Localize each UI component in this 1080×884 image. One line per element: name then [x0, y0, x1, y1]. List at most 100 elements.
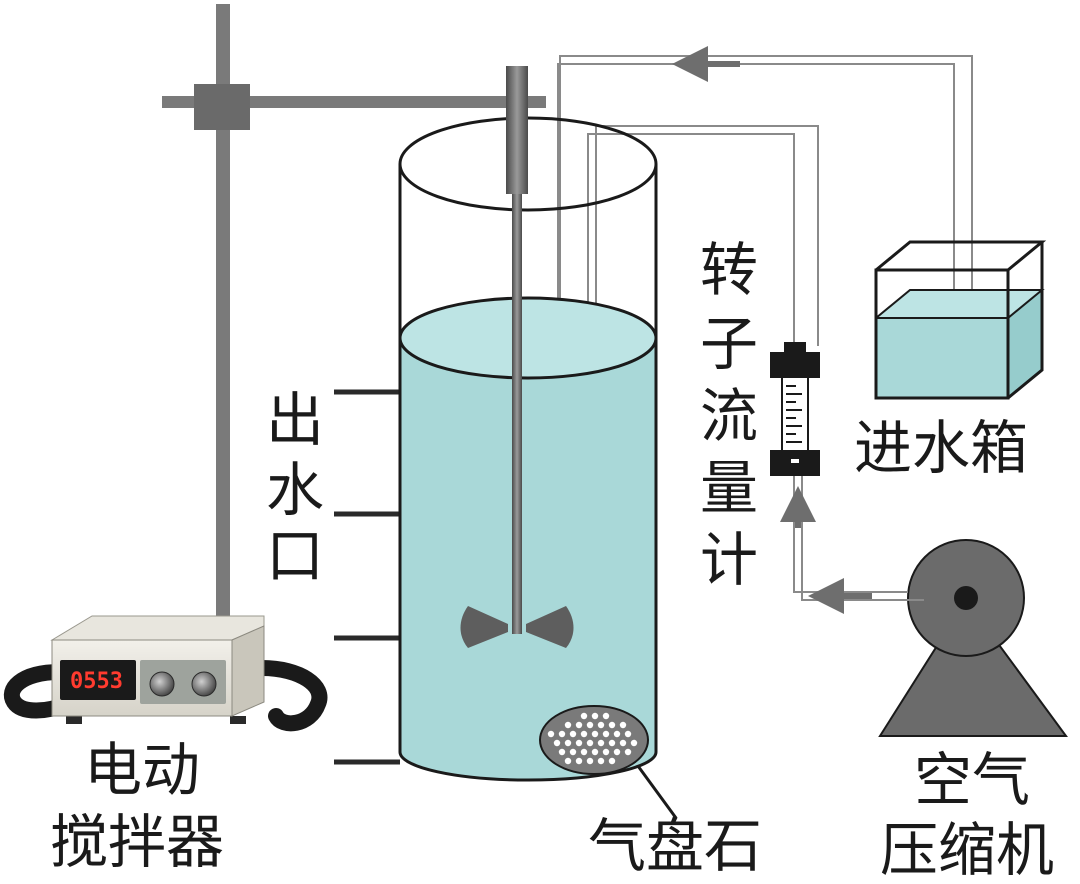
air-stone-label: 气盘石 — [588, 812, 762, 880]
air-stone-pore — [624, 730, 632, 738]
air-stone-pore — [597, 739, 605, 747]
electric-stirrer: 0553 — [3, 615, 328, 732]
rotameter-label-char-2: 子 — [700, 310, 758, 378]
air-stone-pore — [630, 739, 638, 747]
reactor-water-surface — [398, 296, 658, 380]
air-stone-pore — [608, 721, 616, 729]
air-stone-pore — [558, 730, 566, 738]
compressor-label-line-1: 空气 — [914, 746, 1030, 814]
air-stone-leader-line — [636, 765, 678, 819]
air-stone-pores — [547, 712, 638, 765]
rotameter-float — [791, 459, 799, 463]
stirrer-box-side — [231, 625, 265, 717]
water-feed-pipe-outer — [557, 63, 955, 476]
stand-clamp — [194, 84, 250, 130]
air-stone-pore — [613, 730, 621, 738]
air-stone-pore — [580, 748, 588, 756]
air-stone-pore — [608, 739, 616, 747]
reactor-vessel — [398, 116, 658, 782]
stirrer-foot-pad-1 — [66, 716, 82, 724]
rotameter — [770, 342, 820, 476]
tank-water-top — [876, 290, 1042, 318]
stand-pole — [216, 4, 230, 624]
tank-water-line — [875, 289, 1045, 319]
air-stone-pore — [624, 748, 632, 756]
air-stone — [539, 705, 678, 819]
stirrer-label-line-1: 电动 — [84, 736, 200, 804]
air-stone-pore — [602, 748, 610, 756]
rotameter-label: 转 子 流 量 计 — [700, 236, 758, 594]
air-stone-pore — [619, 739, 627, 747]
reactor-water — [400, 338, 656, 780]
tank-water-side — [1008, 290, 1042, 398]
air-stone-pore — [591, 712, 599, 720]
air-stone-pore — [575, 739, 583, 747]
air-compressor — [878, 539, 1068, 737]
air-stone-pore — [564, 739, 572, 747]
compressor-label-line-2: 压缩机 — [880, 816, 1054, 884]
shaft-rod — [512, 194, 522, 634]
air-pipe-bottom-outer — [793, 474, 908, 593]
air-stone-pore — [547, 730, 555, 738]
air-stone-pore — [619, 721, 627, 729]
rotameter-tube — [781, 375, 809, 453]
support-stand — [162, 4, 546, 624]
rotameter-scale — [786, 385, 802, 443]
outlet-ports — [334, 389, 400, 765]
air-stone-pore — [591, 730, 599, 738]
air-stone-pore — [575, 757, 583, 765]
air-stone-pore — [569, 730, 577, 738]
stirrer-foot-pad-2 — [230, 716, 246, 724]
air-stone-pore — [575, 721, 583, 729]
air-stone-pore — [597, 757, 605, 765]
water-feed-pipe-inner — [559, 55, 973, 476]
compressor-label: 空气 压缩机 — [880, 746, 1054, 884]
impeller-blade-left — [460, 606, 508, 648]
air-stone-pore — [608, 757, 616, 765]
rotameter-label-char-5: 计 — [700, 526, 758, 594]
air-stone-pore — [586, 721, 594, 729]
stirrer-foot-left — [3, 664, 74, 719]
air-stone-pore — [580, 712, 588, 720]
rotameter-label-char-3: 流 — [700, 382, 758, 450]
inlet-water-tank — [874, 240, 1047, 400]
outlet-label: 出 水 口 — [266, 386, 324, 590]
air-stone-pore — [586, 757, 594, 765]
outlet-label-char-1: 出 — [266, 386, 324, 454]
air-stone-pore — [569, 748, 577, 756]
stirrer-shaft — [460, 66, 574, 648]
outlet-label-char-2: 水 — [266, 456, 324, 524]
rotameter-top-cap — [770, 352, 820, 378]
stirrer-display — [60, 660, 136, 700]
air-stone-pore — [602, 712, 610, 720]
air-stone-pore — [564, 721, 572, 729]
air-stone-pore — [591, 748, 599, 756]
air-stone-pore — [580, 730, 588, 738]
stirrer-display-digits: 0553 — [70, 669, 123, 694]
tank-outline-side — [1007, 242, 1044, 400]
impeller-blade-right — [526, 606, 574, 648]
air-stone-pore — [602, 730, 610, 738]
air-stone-pore — [586, 739, 594, 747]
reactor-bottom-rim — [398, 751, 658, 782]
tank-water-front — [876, 318, 1008, 398]
compressor-hub — [954, 586, 978, 610]
air-stone-pore — [564, 757, 572, 765]
air-stone-pore — [558, 748, 566, 756]
rotameter-label-char-4: 量 — [700, 454, 758, 522]
stirrer-knob-left[interactable] — [149, 671, 175, 697]
stirrer-label: 电动 搅拌器 — [50, 736, 224, 876]
air-stone-pore — [613, 748, 621, 756]
shaft-motor-head — [506, 66, 528, 194]
air-stone-pore — [597, 721, 605, 729]
stand-arm — [162, 96, 546, 108]
air-stone-pore — [553, 739, 561, 747]
stirrer-label-line-2: 搅拌器 — [50, 808, 224, 876]
stirrer-foot-right — [254, 660, 328, 732]
stirrer-box-top — [50, 615, 265, 641]
compressor-base — [878, 598, 1068, 737]
rotameter-top-neck — [784, 342, 806, 354]
air-pipe-bottom-inner — [801, 474, 924, 601]
stirrer-knob-right[interactable] — [191, 671, 217, 697]
